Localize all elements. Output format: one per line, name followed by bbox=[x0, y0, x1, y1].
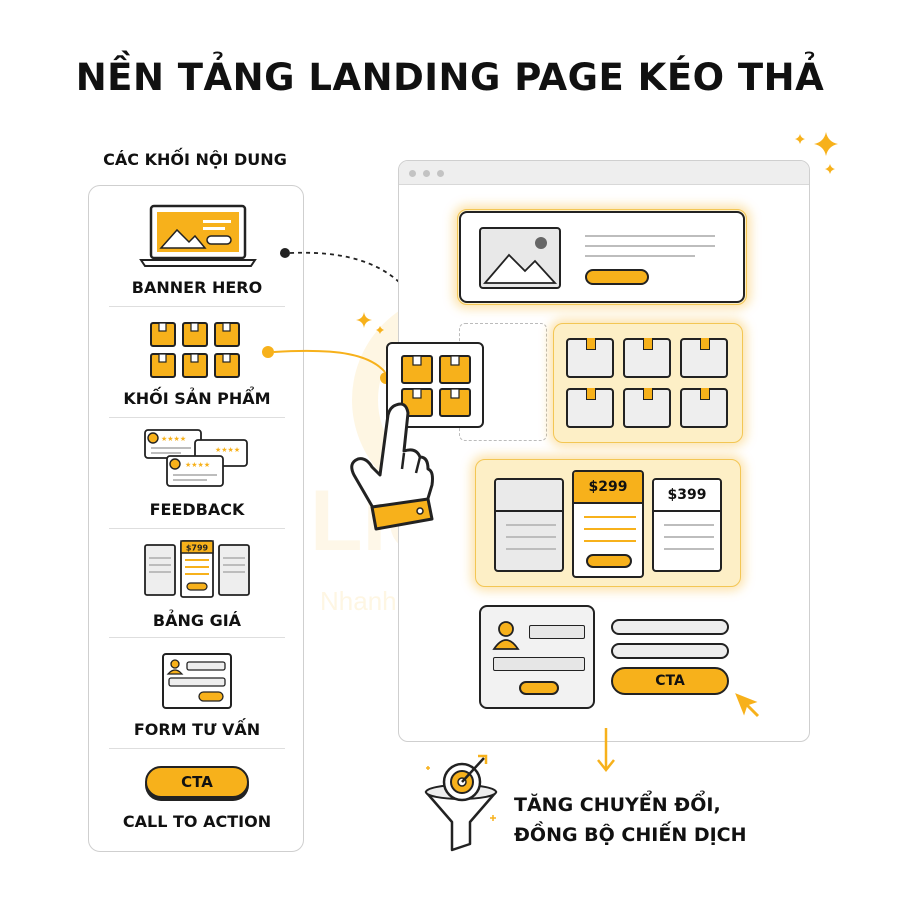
svg-text:★★★★: ★★★★ bbox=[215, 446, 240, 454]
result-message: TĂNG CHUYỂN ĐỔI, ĐỒNG BỘ CHIẾN DỊCH bbox=[514, 790, 747, 850]
price-column-featured: $299 bbox=[572, 470, 644, 578]
block-label-cta: CALL TO ACTION bbox=[122, 812, 272, 831]
form-submit-button[interactable] bbox=[519, 681, 559, 695]
contact-form-icon bbox=[162, 653, 232, 709]
price-column: $399 bbox=[652, 478, 722, 572]
result-line-1: TĂNG CHUYỂN ĐỔI, bbox=[514, 794, 721, 816]
block-pricing[interactable]: $799 BẢNG GIÁ bbox=[89, 529, 305, 637]
block-banner-hero[interactable]: BANNER HERO bbox=[89, 186, 305, 306]
panel-heading: CÁC KHỐI NỘI DUNG bbox=[103, 150, 287, 169]
arrow-down-icon bbox=[597, 728, 615, 773]
block-label-pricing: BẢNG GIÁ bbox=[152, 611, 242, 630]
price-label: $299 bbox=[574, 472, 642, 504]
block-form[interactable]: FORM TƯ VẤN bbox=[89, 638, 305, 748]
svg-text:★★★★: ★★★★ bbox=[161, 435, 186, 443]
sparkle-icon bbox=[356, 312, 384, 334]
block-products[interactable]: KHỐI SẢN PHẨM bbox=[89, 307, 305, 417]
window-dot bbox=[423, 170, 430, 177]
landing-page-canvas[interactable]: $299 $399 CTA bbox=[398, 160, 810, 742]
user-icon bbox=[492, 621, 520, 650]
page-title: NỀN TẢNG LANDING PAGE KÉO THẢ bbox=[75, 56, 825, 99]
window-dot bbox=[437, 170, 444, 177]
cta-field[interactable] bbox=[611, 643, 729, 659]
divider bbox=[109, 637, 285, 638]
products-section[interactable] bbox=[553, 323, 743, 443]
block-label-products: KHỐI SẢN PHẨM bbox=[123, 389, 271, 408]
block-feedback[interactable]: ★★★★ ★★★★ ★★★★ FEEDBACK bbox=[89, 418, 305, 528]
sparkle-icon bbox=[795, 132, 838, 174]
divider bbox=[109, 306, 285, 307]
divider bbox=[109, 417, 285, 418]
form-field[interactable] bbox=[529, 625, 585, 639]
plan-button[interactable] bbox=[586, 554, 632, 568]
hero-section[interactable] bbox=[459, 211, 745, 303]
block-label-form: FORM TƯ VẤN bbox=[133, 720, 261, 739]
price-column bbox=[494, 478, 564, 572]
hero-cta-button[interactable] bbox=[585, 269, 649, 285]
divider bbox=[109, 528, 285, 529]
pointing-hand-icon bbox=[350, 402, 434, 531]
image-placeholder-icon bbox=[479, 227, 561, 289]
result-line-2: ĐỒNG BỘ CHIẾN DỊCH bbox=[514, 824, 747, 846]
block-label-banner: BANNER HERO bbox=[131, 278, 263, 297]
review-cards-icon: ★★★★ ★★★★ ★★★★ bbox=[144, 429, 248, 487]
laptop-banner-icon bbox=[139, 204, 257, 267]
price-label: $399 bbox=[654, 480, 720, 512]
browser-toolbar bbox=[399, 161, 809, 185]
divider bbox=[109, 748, 285, 749]
pricing-icon-price: $799 bbox=[186, 544, 209, 553]
block-label-feedback: FEEDBACK bbox=[149, 500, 245, 519]
product-grid-icon bbox=[150, 322, 240, 378]
window-dot bbox=[409, 170, 416, 177]
funnel-target-icon bbox=[424, 754, 498, 852]
pricing-section[interactable]: $299 $399 bbox=[475, 459, 741, 587]
cta-button[interactable]: CTA bbox=[611, 667, 729, 695]
form-section[interactable] bbox=[479, 605, 595, 709]
product-grid-icon bbox=[401, 355, 471, 417]
form-field[interactable] bbox=[493, 657, 585, 671]
cursor-arrow-icon bbox=[735, 693, 760, 718]
svg-text:★★★★: ★★★★ bbox=[185, 461, 210, 469]
cta-field[interactable] bbox=[611, 619, 729, 635]
cta-button-icon[interactable]: CTA bbox=[145, 766, 249, 798]
content-blocks-panel: BANNER HERO KHỐI SẢN PHẨM ★★★★ bbox=[88, 185, 304, 852]
pricing-table-icon: $799 bbox=[144, 540, 250, 598]
